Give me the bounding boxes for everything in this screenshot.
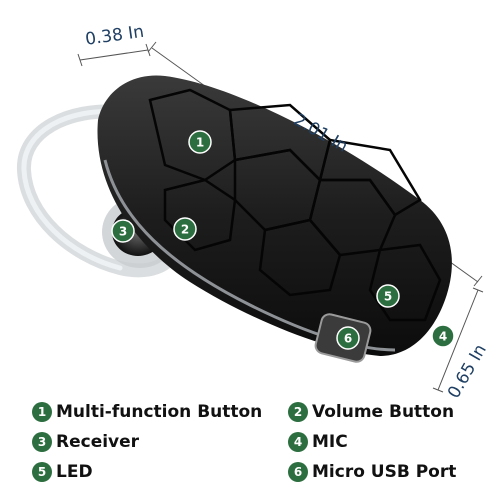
marker-6: 6 <box>336 326 360 350</box>
marker-4: 4 <box>431 324 455 348</box>
legend-number-badge: 5 <box>32 462 52 482</box>
marker-1: 1 <box>188 130 212 154</box>
svg-text:1: 1 <box>196 136 204 150</box>
headset-body <box>97 75 452 357</box>
legend-label: Multi-function Button <box>56 402 263 422</box>
legend-label: MIC <box>312 432 348 452</box>
legend-number-badge: 2 <box>288 402 308 422</box>
legend-item-volume-button: 2 Volume Button <box>288 402 454 422</box>
legend-label: Receiver <box>56 432 140 452</box>
legend-item-multi-function-button: 1 Multi-function Button <box>32 402 262 422</box>
marker-2: 2 <box>173 217 197 241</box>
svg-text:2: 2 <box>181 223 189 237</box>
legend-label: Volume Button <box>312 402 455 422</box>
svg-text:5: 5 <box>384 290 392 304</box>
marker-3: 3 <box>111 219 135 243</box>
svg-text:3: 3 <box>119 225 127 239</box>
feature-legend: 1 Multi-function Button 2 Volume Button … <box>32 398 492 494</box>
svg-text:4: 4 <box>439 330 447 344</box>
marker-5: 5 <box>376 284 400 308</box>
legend-number-badge: 1 <box>32 402 52 422</box>
legend-label: Micro USB Port <box>312 462 457 482</box>
hexagon-pattern <box>148 88 442 322</box>
legend-number-badge: 6 <box>288 462 308 482</box>
svg-text:6: 6 <box>344 332 352 346</box>
legend-item-led: 5 LED <box>32 462 93 482</box>
legend-number-badge: 3 <box>32 432 52 452</box>
legend-item-micro-usb-port: 6 Micro USB Port <box>288 462 456 482</box>
legend-number-badge: 4 <box>288 432 308 452</box>
legend-item-mic: 4 MIC <box>288 432 348 452</box>
legend-label: LED <box>56 462 93 482</box>
legend-item-receiver: 3 Receiver <box>32 432 139 452</box>
